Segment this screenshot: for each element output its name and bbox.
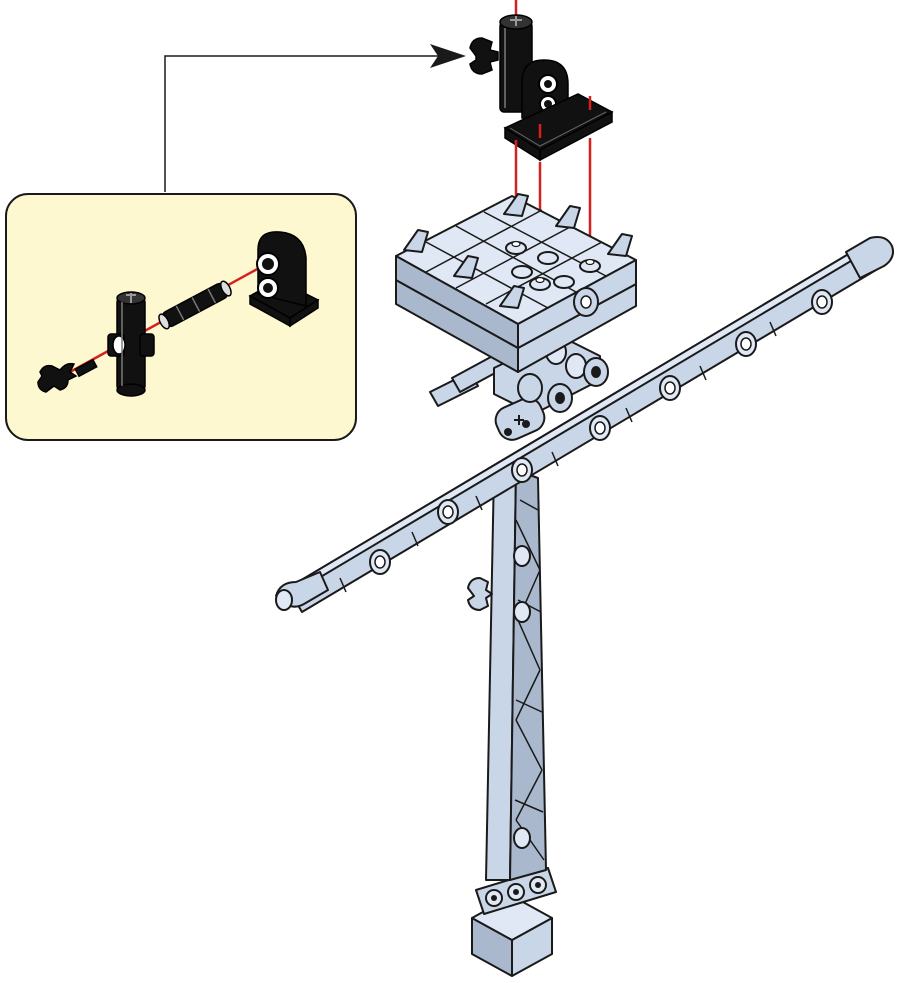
sub-assembly-callout <box>6 194 356 440</box>
platform-plate-icon <box>396 194 636 372</box>
callout-connector <box>165 44 466 192</box>
signal-mast-tower-icon <box>468 470 556 976</box>
